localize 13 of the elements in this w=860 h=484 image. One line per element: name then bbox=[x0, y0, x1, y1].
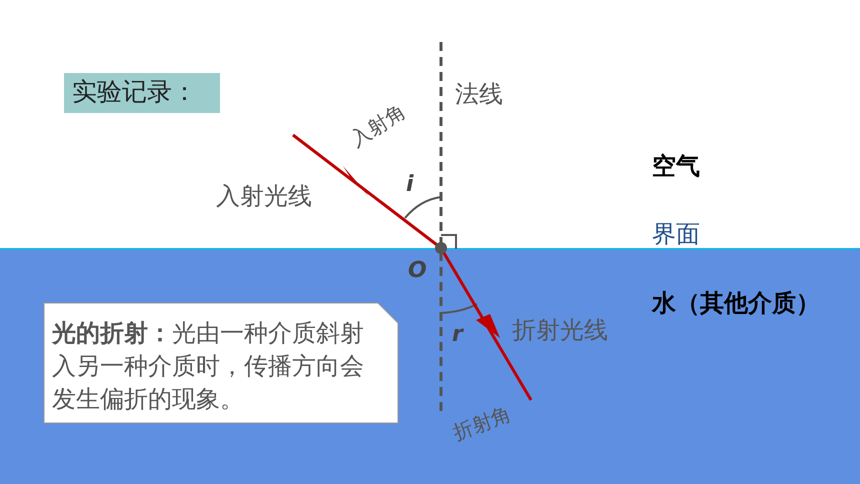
definition-text: 光的折射：光由一种介质斜射入另一种介质时，传播方向会发生偏折的现象。 bbox=[52, 318, 368, 417]
text-label: 水（其他介质） bbox=[652, 288, 820, 319]
text-label: 空气 bbox=[652, 151, 700, 182]
angle-label: i bbox=[406, 172, 414, 197]
text-label: 入射光线 bbox=[216, 181, 312, 212]
angle-label: r bbox=[452, 322, 463, 347]
heading-box: 实验记录： bbox=[64, 73, 220, 113]
text-label: 法线 bbox=[455, 79, 503, 110]
text-label: 折射光线 bbox=[512, 315, 608, 346]
text-label: 界面 bbox=[652, 219, 700, 250]
text-label: 折射角 bbox=[449, 400, 515, 446]
text-label: 入射角 bbox=[345, 98, 411, 153]
point-label: O bbox=[408, 258, 427, 283]
